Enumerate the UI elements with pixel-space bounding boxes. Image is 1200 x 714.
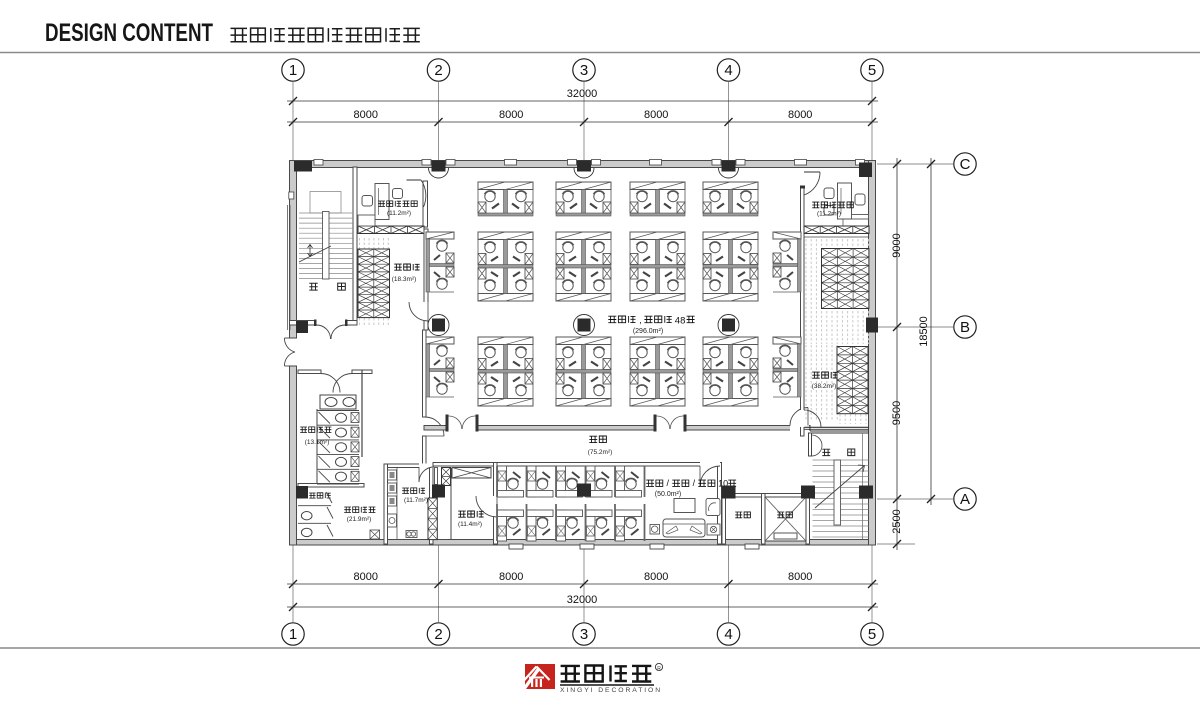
svg-text:8000: 8000	[788, 571, 812, 583]
svg-text:8000: 8000	[499, 109, 523, 121]
svg-text:B: B	[960, 319, 970, 336]
svg-text:3: 3	[580, 62, 588, 79]
svg-text:(21.9m²): (21.9m²)	[347, 516, 372, 523]
svg-text:(11.7m²): (11.7m²)	[404, 497, 428, 504]
svg-text:,: ,	[639, 315, 642, 325]
svg-text:DESIGN CONTENT: DESIGN CONTENT	[45, 19, 213, 47]
svg-text:18500: 18500	[918, 316, 930, 347]
svg-text:3: 3	[580, 626, 588, 643]
svg-text:1: 1	[289, 626, 297, 643]
svg-text:8000: 8000	[644, 571, 668, 583]
svg-text:9500: 9500	[891, 401, 903, 425]
svg-text:(13.1m²): (13.1m²)	[305, 439, 330, 446]
svg-text:8000: 8000	[354, 109, 378, 121]
svg-text:5: 5	[868, 62, 876, 79]
svg-text:(50.0m²): (50.0m²)	[655, 491, 681, 498]
svg-text:8000: 8000	[499, 571, 523, 583]
svg-text:XINGYI DECORATION: XINGYI DECORATION	[560, 687, 662, 694]
svg-text:(18.3m²): (18.3m²)	[392, 276, 417, 283]
svg-text:32000: 32000	[567, 594, 598, 606]
svg-text:/: /	[693, 478, 696, 488]
svg-text:10: 10	[718, 479, 728, 489]
svg-text:(11.2m²): (11.2m²)	[387, 210, 411, 217]
svg-text:/: /	[667, 478, 670, 488]
svg-text:2: 2	[434, 626, 442, 643]
svg-text:2: 2	[434, 62, 442, 79]
svg-text:1: 1	[289, 62, 297, 79]
svg-text:2500: 2500	[891, 509, 903, 533]
svg-text:(296.0m²): (296.0m²)	[633, 328, 663, 335]
svg-text:A: A	[960, 491, 970, 508]
svg-text:(38.2m²): (38.2m²)	[812, 383, 837, 390]
svg-text:(11.4m²): (11.4m²)	[458, 521, 482, 528]
svg-text:4: 4	[724, 626, 732, 643]
svg-text:(75.2m²): (75.2m²)	[588, 449, 613, 456]
svg-text:4: 4	[724, 62, 732, 79]
svg-text:8000: 8000	[644, 109, 668, 121]
svg-text:8000: 8000	[354, 571, 378, 583]
svg-text:9000: 9000	[891, 233, 903, 257]
svg-text:R: R	[657, 666, 661, 672]
svg-text:C: C	[960, 156, 971, 173]
svg-text:8000: 8000	[788, 109, 812, 121]
svg-text:48: 48	[675, 316, 686, 327]
svg-text:5: 5	[868, 626, 876, 643]
svg-text:32000: 32000	[567, 88, 598, 100]
svg-text:(11.2m²): (11.2m²)	[817, 211, 841, 218]
